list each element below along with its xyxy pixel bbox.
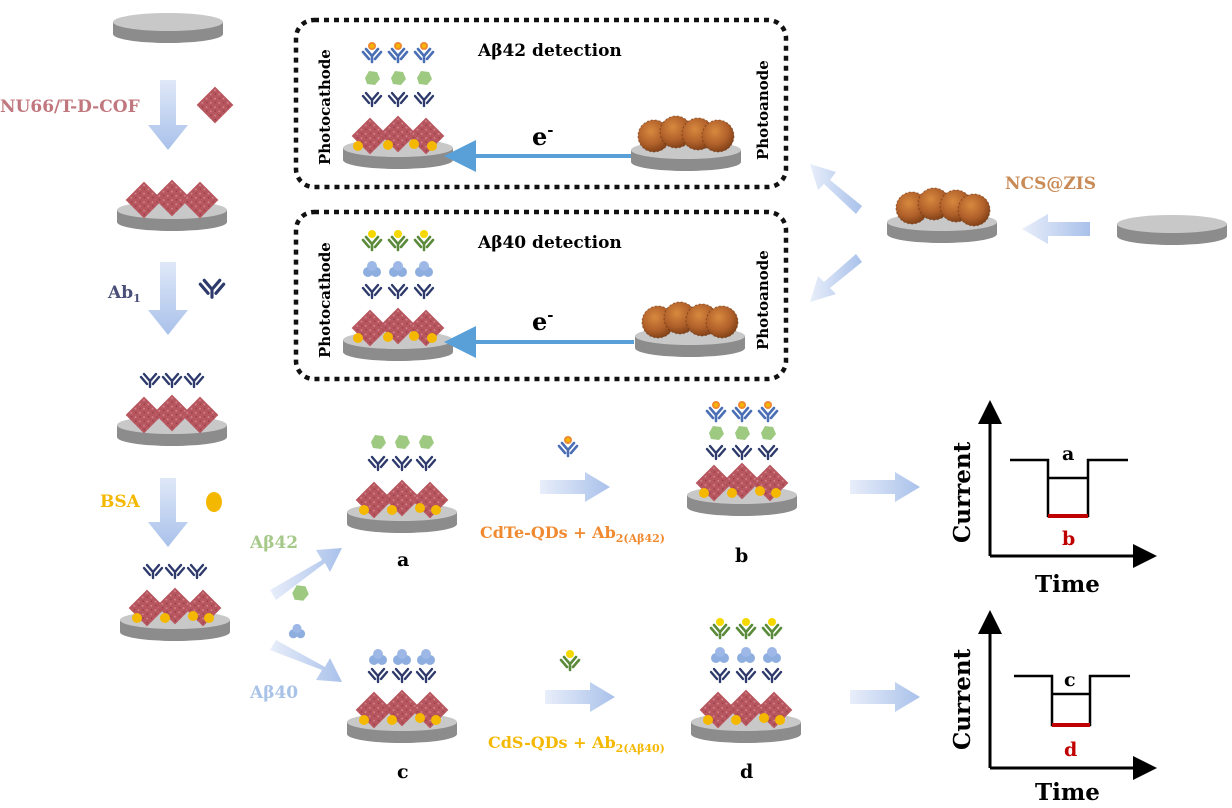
flow-arrow-to-bottom-box <box>810 254 862 302</box>
stage-a-label: a <box>397 549 409 571</box>
bare-electrode <box>113 13 223 43</box>
photoanode-electrode-bottom <box>635 301 745 357</box>
branch-arrow-abeta40 <box>270 640 342 682</box>
plot2-x-axis-label: Time <box>1035 779 1100 806</box>
bsa-label: BSA <box>100 492 141 512</box>
electrode-stage-b <box>687 399 797 516</box>
ab2-cds-icon <box>559 648 581 672</box>
photoanode-label-bottom: Photoanode <box>754 250 772 350</box>
plot1-low-label: b <box>1062 528 1075 550</box>
plot1-y-axis-label: Current <box>949 441 976 543</box>
plot1-x-axis-label: Time <box>1035 571 1100 598</box>
plot1-high-label: a <box>1062 443 1074 465</box>
nu66-label: NU66/T-D-COF <box>0 97 140 117</box>
photocathode-label-top: Photocathode <box>316 49 334 165</box>
electrode-stage-a <box>347 435 457 533</box>
abeta40-detection-box: Aβ40 detection Photocathode Photoanode e… <box>293 209 789 382</box>
photocathode-electrode-top <box>343 40 453 169</box>
bare-electrode-right <box>1117 215 1227 245</box>
abeta42-branch-label: Aβ42 <box>249 533 298 553</box>
bsa-icon <box>206 492 222 512</box>
electron-label-bottom: e- <box>532 306 554 336</box>
stage-c-label: c <box>397 761 409 783</box>
antibody-icon <box>198 278 226 299</box>
abeta42-detection-title: Aβ42 detection <box>477 41 622 61</box>
plot2-high-label: c <box>1064 669 1076 691</box>
electrode-ncs <box>887 187 997 243</box>
electrode-bsa <box>120 563 230 641</box>
photocathode-electrode-bottom <box>343 228 453 361</box>
current-plot-1: a b Current Time <box>949 400 1157 598</box>
cds-label: CdS-QDs + Ab2(Aβ40) <box>488 733 665 755</box>
branch-arrow-abeta42 <box>270 548 342 600</box>
ab1-label: Ab1 <box>107 283 141 305</box>
flow-arrow-1 <box>148 80 188 150</box>
cof-icon <box>196 86 234 124</box>
ab2-cdte-icon <box>557 434 579 458</box>
flow-arrow-cd <box>545 682 615 712</box>
cdte-label: CdTe-QDs + Ab2(Aβ42) <box>480 523 665 545</box>
photocathode-label-bottom: Photocathode <box>316 242 334 358</box>
flow-arrow-to-top-box <box>810 164 862 214</box>
electrode-stage-c <box>347 649 457 743</box>
flow-arrow-to-plot-2 <box>850 682 920 712</box>
flow-arrow-ab <box>540 472 610 502</box>
flow-arrow-2 <box>148 262 188 335</box>
flow-arrow-ncs <box>1022 214 1090 244</box>
stage-d-label: d <box>740 761 753 783</box>
plot2-y-axis-label: Current <box>949 648 976 750</box>
electrode-cof <box>117 179 227 231</box>
electrode-stage-d <box>691 616 801 743</box>
abeta40-icon <box>288 623 306 639</box>
current-plot-2: c d Current Time <box>949 610 1157 806</box>
flow-arrow-3 <box>148 478 188 547</box>
abeta40-branch-label: Aβ40 <box>249 683 298 703</box>
photoanode-electrode-top <box>631 115 741 171</box>
ncs-label: NCS@ZIS <box>1005 174 1096 194</box>
abeta42-icon <box>292 585 309 601</box>
stage-b-label: b <box>735 545 748 567</box>
electron-label-top: e- <box>532 121 554 151</box>
photoanode-label-top: Photoanode <box>754 60 772 160</box>
flow-arrow-to-plot-1 <box>850 472 920 502</box>
abeta40-detection-title: Aβ40 detection <box>477 233 622 253</box>
electrode-ab1 <box>117 372 227 446</box>
abeta42-detection-box: Aβ42 detection Photocathode Photoanode e… <box>293 17 789 190</box>
plot2-low-label: d <box>1064 739 1077 761</box>
